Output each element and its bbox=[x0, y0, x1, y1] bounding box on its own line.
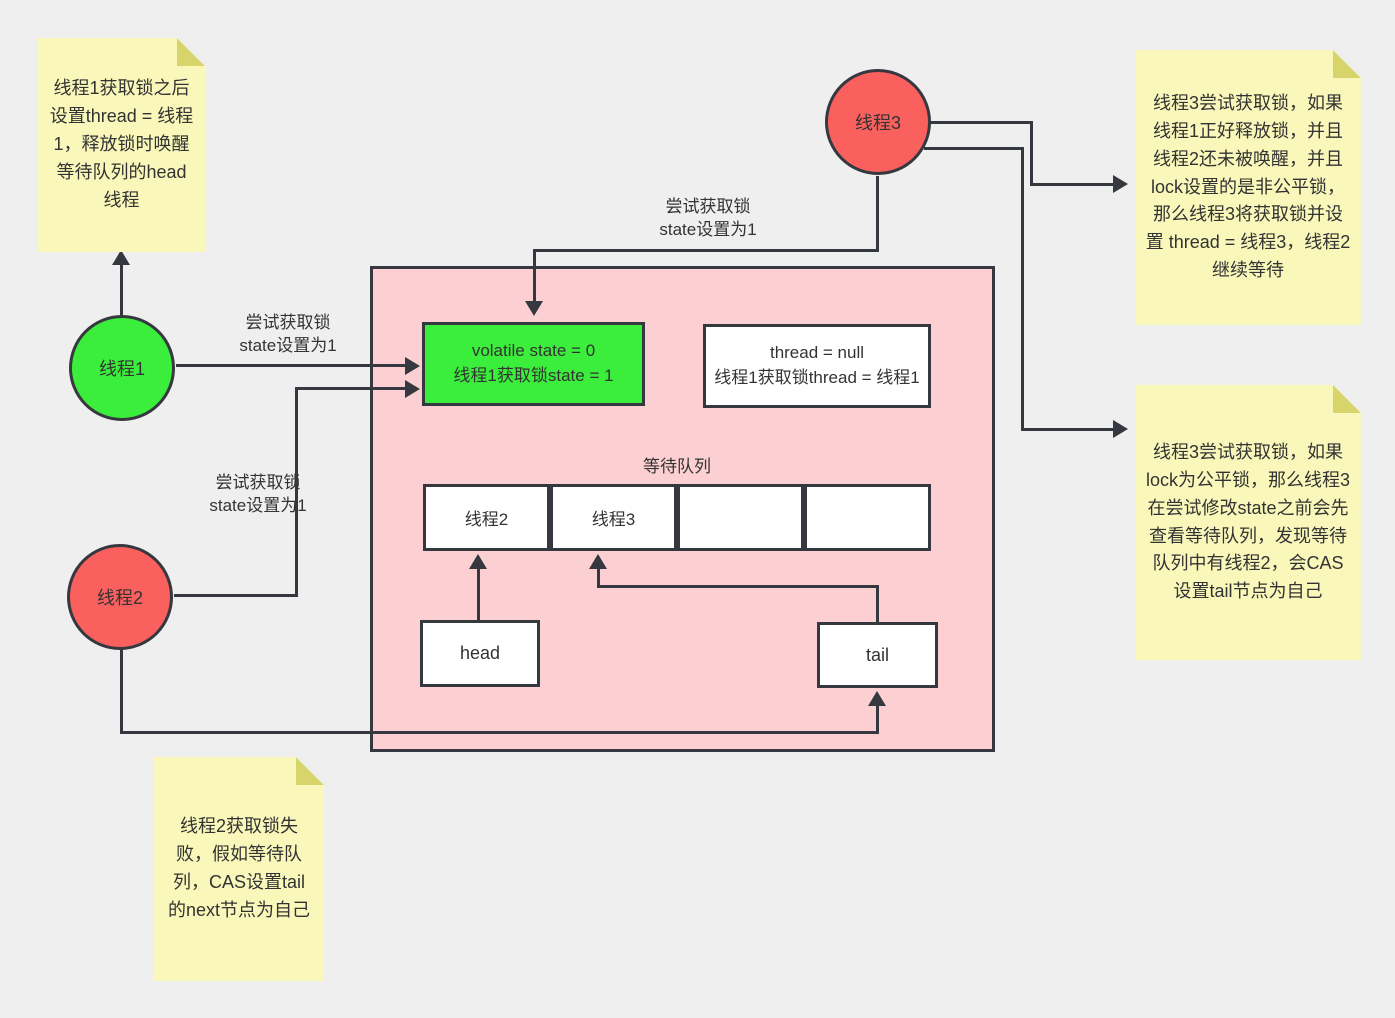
connector-thread2-state-c bbox=[295, 387, 406, 390]
arrowhead-up-cell2-icon bbox=[589, 554, 607, 569]
connector-thread1-note bbox=[120, 262, 123, 317]
note-thread2: 线程2获取锁失败，假如等待队列，CAS设置tail的next节点为自己 bbox=[154, 757, 324, 981]
arrow-label-thread2: 尝试获取锁 state设置为1 bbox=[178, 472, 338, 518]
note-fold-icon bbox=[296, 757, 324, 785]
connector-thread3-note1-c bbox=[1030, 183, 1114, 186]
thread-owner-line1: thread = null bbox=[769, 343, 865, 363]
thread1-circle: 线程1 bbox=[69, 315, 175, 421]
thread2-label: 线程2 bbox=[96, 588, 143, 608]
arrow-label-thread3: 尝试获取锁 state设置为1 bbox=[628, 196, 788, 242]
connector-thread3-state-c bbox=[533, 249, 536, 302]
connector-tail-queue-a bbox=[876, 585, 879, 622]
note-thread3-fair: 线程3尝试获取锁，如果lock为公平锁，那么线程3在尝试修改state之前会先查… bbox=[1135, 385, 1361, 660]
state-box-line1: volatile state = 0 bbox=[471, 341, 596, 361]
queue-cell-3 bbox=[677, 484, 804, 551]
note-fold-icon bbox=[1333, 50, 1361, 78]
thread3-label: 线程3 bbox=[854, 113, 901, 133]
thread-owner-line2: 线程1获取锁thread = 线程1 bbox=[714, 368, 920, 387]
connector-thread1-state bbox=[176, 364, 406, 367]
connector-thread3-note2-c bbox=[1021, 428, 1114, 431]
note-thread3-fair-text: 线程3尝试获取锁，如果lock为公平锁，那么线程3在尝试修改state之前会先查… bbox=[1145, 441, 1351, 602]
connector-thread3-state-b bbox=[533, 249, 879, 252]
note-thread2-text: 线程2获取锁失败，假如等待队列，CAS设置tail的next节点为自己 bbox=[167, 816, 311, 920]
note-fold-icon bbox=[177, 38, 205, 66]
thread-owner-box: thread = null 线程1获取锁thread = 线程1 bbox=[703, 324, 931, 408]
connector-thread3-note2-a bbox=[924, 147, 1024, 150]
tail-pointer-box: tail bbox=[817, 622, 938, 688]
connector-thread3-note2-b bbox=[1021, 147, 1024, 431]
note-fold-icon bbox=[1333, 385, 1361, 413]
arrowhead-up-cell1-icon bbox=[469, 554, 487, 569]
connector-thread3-note1-a bbox=[930, 121, 1033, 124]
connector-thread2-state-a bbox=[174, 594, 298, 597]
thread2-circle: 线程2 bbox=[67, 544, 173, 650]
head-pointer-box: head bbox=[420, 620, 540, 687]
note-thread3-unfair-text: 线程3尝试获取锁，如果线程1正好释放锁，并且线程2还未被唤醒，并且lock设置的… bbox=[1145, 92, 1351, 281]
connector-thread2-state-b bbox=[295, 387, 298, 597]
wait-queue-title: 等待队列 bbox=[643, 457, 711, 476]
connector-tail-queue-c bbox=[597, 568, 600, 587]
connector-tail-queue-b bbox=[597, 585, 879, 588]
arrow-label-line2: state设置为1 bbox=[239, 335, 337, 355]
arrowhead-right-note-unfair-icon bbox=[1113, 175, 1128, 193]
thread1-label: 线程1 bbox=[98, 359, 145, 379]
connector-thread3-note1-b bbox=[1030, 121, 1033, 186]
connector-thread3-state-a bbox=[876, 176, 879, 252]
queue-cell-4 bbox=[804, 484, 931, 551]
arrow-label-line2: state设置为1 bbox=[209, 495, 307, 515]
arrowhead-down-state3-icon bbox=[525, 301, 543, 316]
state-box-line2: 线程1获取锁state = 1 bbox=[453, 366, 614, 385]
note-thread3-unfair: 线程3尝试获取锁，如果线程1正好释放锁，并且线程2还未被唤醒，并且lock设置的… bbox=[1135, 50, 1361, 325]
arrow-label-line2: state设置为1 bbox=[659, 219, 757, 239]
arrowhead-right-state1-icon bbox=[405, 357, 420, 375]
connector-thread2-tail-c bbox=[876, 705, 879, 734]
queue-cell-2: 线程3 bbox=[550, 484, 677, 551]
arrowhead-up-note1-icon bbox=[112, 250, 130, 265]
queue-cell-1: 线程2 bbox=[423, 484, 550, 551]
arrowhead-up-tail-icon bbox=[868, 691, 886, 706]
arrow-label-thread1: 尝试获取锁 state设置为1 bbox=[208, 312, 368, 358]
note-thread1: 线程1获取锁之后设置thread = 线程1，释放锁时唤醒等待队列的head线程 bbox=[38, 38, 205, 252]
thread3-circle: 线程3 bbox=[825, 69, 931, 175]
arrow-label-line1: 尝试获取锁 bbox=[215, 473, 301, 492]
arrow-label-line1: 尝试获取锁 bbox=[665, 197, 751, 216]
connector-thread2-tail-a bbox=[120, 650, 123, 734]
connector-thread2-tail-b bbox=[120, 731, 879, 734]
state-box: volatile state = 0 线程1获取锁state = 1 bbox=[422, 322, 645, 406]
note-thread1-text: 线程1获取锁之后设置thread = 线程1，释放锁时唤醒等待队列的head线程 bbox=[49, 78, 194, 210]
arrowhead-right-state2-icon bbox=[405, 380, 420, 398]
wait-queue: 线程2 线程3 bbox=[423, 484, 931, 551]
arrowhead-right-note-fair-icon bbox=[1113, 420, 1128, 438]
connector-head-queue bbox=[477, 568, 480, 620]
arrow-label-line1: 尝试获取锁 bbox=[245, 313, 331, 332]
